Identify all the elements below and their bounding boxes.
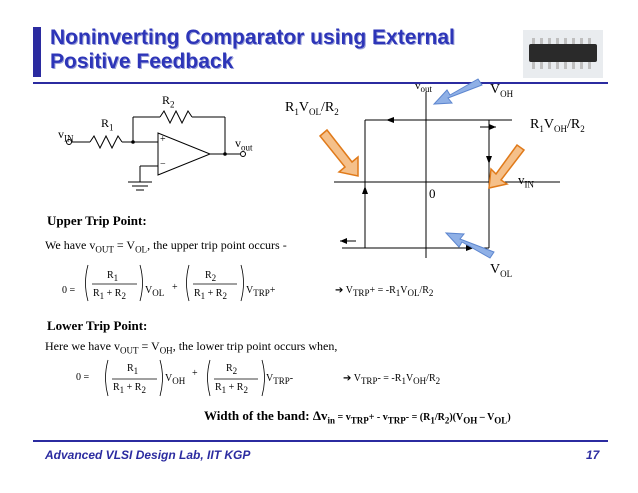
graph-vout-axis-label: vout [415, 80, 433, 95]
upper-frac2-den: R1 + R2 [194, 288, 227, 301]
lower-frac2-num: R2 [226, 363, 238, 376]
vout-terminal [240, 151, 246, 157]
r1-resistor [89, 134, 123, 150]
upper-trip-heading: Upper Trip Point: [47, 213, 147, 228]
right-callout-arrow [488, 143, 526, 189]
upper-frac1-den: R1 + R2 [93, 288, 126, 301]
lower-frac1-num: R1 [127, 363, 139, 376]
graph-lower-threshold-label: R1VOL/R2 [285, 100, 339, 117]
graph-origin-label: 0 [429, 186, 436, 201]
top-callout-arrow [432, 78, 483, 105]
title-accent-bar [33, 27, 41, 77]
upper-frac1-num: R1 [107, 270, 119, 283]
vin-terminal [66, 139, 72, 145]
band-width-equation: Width of the band: Δvin = vTRP+ - vTRP- … [204, 408, 511, 426]
title-divider [33, 82, 608, 84]
lower-result: ➔ VTRP- = -R1VOH/R2 [343, 373, 441, 386]
lower-term2: VTRP- [266, 373, 294, 386]
lower-trip-heading: Lower Trip Point: [47, 318, 148, 333]
graph-vin-axis-label: vIN [518, 172, 534, 190]
noninverting-input-sign: + [160, 134, 166, 145]
upper-result: ➔ VTRP+ = -R1VOL/R2 [335, 285, 434, 298]
r2-resistor [159, 109, 193, 125]
inverting-input-sign: − [160, 159, 166, 170]
lower-frac2-den: R1 + R2 [215, 382, 248, 395]
page-number: 17 [586, 448, 600, 462]
footer-text: Advanced VLSI Design Lab, IIT KGP [45, 448, 251, 462]
graph-upper-threshold-label: R1VOH/R2 [530, 117, 585, 134]
lower-trip-sentence: Here we have vOUT = VOH, the lower trip … [45, 339, 338, 356]
vin-label: vIN [58, 127, 74, 144]
opamp-triangle [157, 132, 212, 176]
bottom-callout-arrow [444, 232, 495, 259]
lower-frac1-den: R1 + R2 [113, 382, 146, 395]
upper-plus: + [172, 282, 178, 293]
upper-frac2-num: R2 [205, 270, 217, 283]
r2-label: R2 [162, 93, 175, 110]
lower-plus: + [192, 368, 198, 379]
graph-voh-label: VOH [490, 82, 514, 99]
lower-eq-lhs: 0 = [76, 372, 90, 383]
upper-term1: VOL [145, 285, 165, 298]
r1-label: R1 [101, 116, 114, 133]
left-callout-arrow [318, 128, 359, 177]
graph-vol-label: VOL [490, 262, 513, 279]
footer-divider [33, 440, 608, 442]
lower-term1: VOH [165, 373, 186, 386]
page-title: Noninverting Comparator using External P… [50, 26, 455, 73]
ic-chip-image [523, 30, 603, 78]
upper-eq-lhs: 0 = [62, 285, 76, 296]
upper-trip-sentence: We have vOUT = VOL, the upper trip point… [45, 238, 287, 255]
vout-label: vout [235, 136, 253, 153]
upper-term2: VTRP+ [246, 285, 276, 298]
